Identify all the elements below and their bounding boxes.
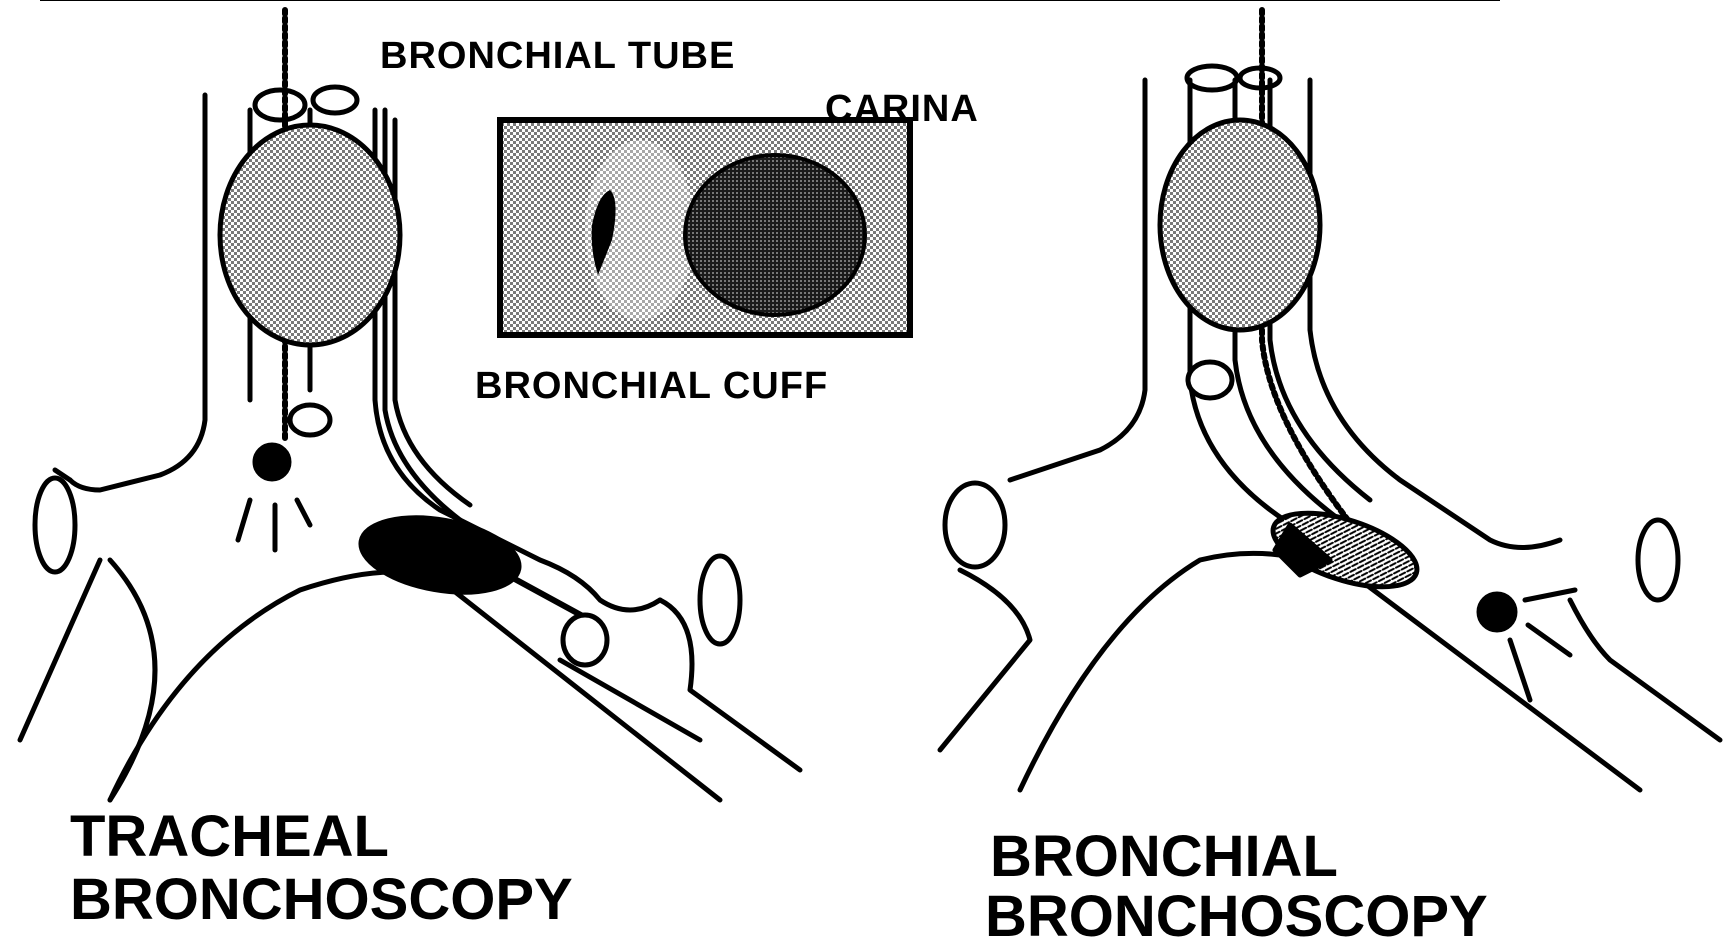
- bronchial-tube-label: BRONCHIAL TUBE: [380, 35, 735, 78]
- right-left-bronchus-lower: [940, 570, 1030, 750]
- right-tracheal-lumen-opening: [1188, 362, 1232, 398]
- bronchial-cuff-label: BRONCHIAL CUFF: [475, 365, 828, 408]
- left-bronchus-inner: [110, 560, 155, 800]
- tracheal-lumen-opening: [290, 405, 330, 435]
- tracheal-bronchoscopy-title-line1: TRACHEAL: [70, 805, 389, 869]
- bronchial-bronchoscopy-title-line2: BRONCHOSCOPY: [985, 885, 1488, 949]
- bronchial-tube-tip-opening: [563, 615, 607, 665]
- right-carina-arch: [1020, 553, 1640, 790]
- right-left-bronchus-opening: [945, 483, 1005, 567]
- trachea-left-wall: [70, 95, 205, 490]
- carina-arch: [110, 572, 720, 800]
- light-ray-1: [238, 500, 250, 540]
- right-bronchus-opening: [700, 556, 740, 644]
- right-light-ray-2: [1528, 625, 1570, 655]
- carina-label: CARINA: [825, 88, 979, 131]
- right-tube-top-opening-1: [1187, 66, 1237, 90]
- bronchial-panel: [940, 10, 1720, 790]
- right-right-bronchus-opening: [1638, 520, 1678, 600]
- right-light-ray-1: [1525, 590, 1575, 600]
- bronchial-cuff-view: [685, 155, 865, 315]
- bronchoscope-tip-light: [255, 445, 289, 479]
- tube-top-opening-2: [313, 87, 357, 113]
- right-trachea-right-wall: [1310, 80, 1560, 548]
- bronchial-bronchoscopy-title-line1: BRONCHIAL: [990, 825, 1338, 889]
- light-ray-3: [297, 500, 310, 525]
- carina-view-inset: [500, 120, 910, 335]
- right-right-bronchus-lower: [1570, 600, 1720, 740]
- right-tracheal-cuff: [1160, 120, 1320, 330]
- tube-top-opening-1: [255, 90, 305, 120]
- tracheal-cuff: [220, 125, 400, 345]
- tracheal-bronchoscopy-title-line2: BRONCHOSCOPY: [70, 868, 573, 932]
- right-light-ray-3: [1510, 640, 1530, 700]
- tube-outer-right-2: [395, 120, 470, 505]
- right-trachea-left-wall: [1010, 80, 1145, 480]
- right-bronchoscope-tip-light: [1479, 594, 1515, 630]
- left-bronchus-opening: [35, 478, 75, 572]
- left-bronchus-lower: [20, 560, 100, 740]
- bronchial-cuff-black: [355, 507, 525, 604]
